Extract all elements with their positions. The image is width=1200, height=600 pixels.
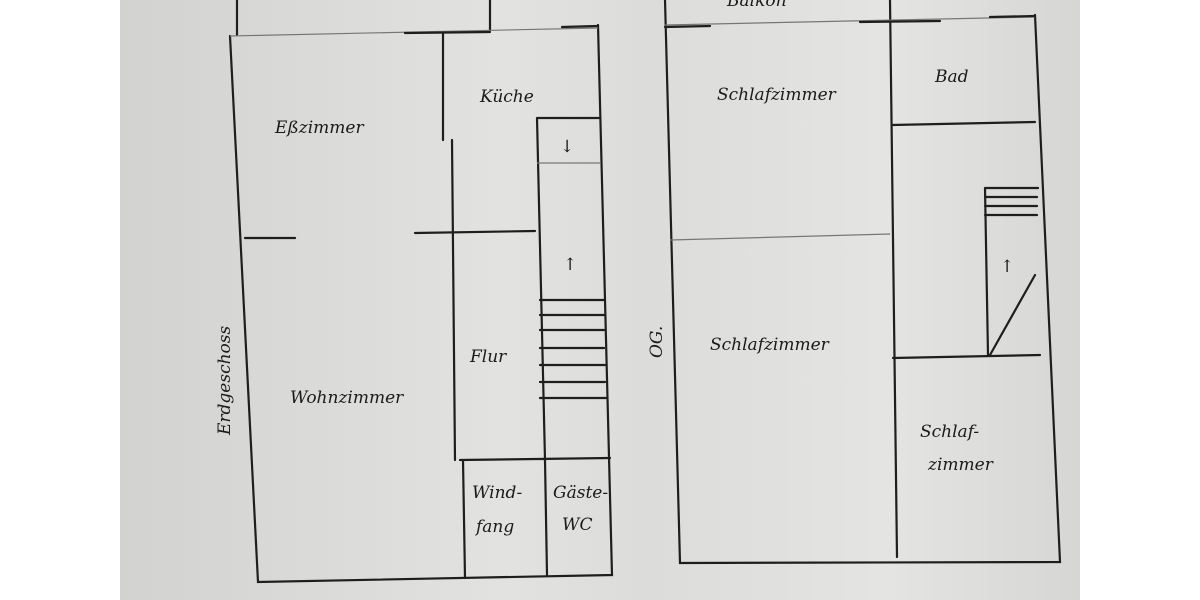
room-label-bedroom-1: Schlafzimmer	[717, 85, 837, 105]
room-label-bedroom-3: Schlaf-	[920, 422, 979, 442]
room-label-hall: Flur	[469, 347, 507, 367]
room-label-dining: Eßzimmer	[274, 118, 364, 138]
balcony-label: Balkon	[726, 0, 787, 11]
room-label-guest-wc-2: WC	[562, 515, 592, 535]
room-label-living: Wohnzimmer	[290, 388, 404, 408]
room-label-bath: Bad	[934, 67, 969, 87]
stair-arrow-up-icon: ↑	[563, 255, 577, 275]
floor-title-upper: OG.	[647, 326, 667, 358]
stair-arrow-down-icon: ↓	[560, 137, 574, 157]
ground-floor-walls	[228, 0, 614, 584]
room-label-vestibule-2: fang	[474, 517, 514, 537]
upper-stair-arrow-up-icon: ↑	[1000, 257, 1014, 277]
room-label-vestibule: Wind-	[472, 483, 522, 503]
room-label-kitchen: Küche	[479, 87, 534, 107]
room-label-bedroom-3-2: zimmer	[927, 455, 994, 475]
upper-floor-walls	[663, 0, 1062, 565]
floor-title-ground: Erdgeschoss	[215, 325, 235, 436]
room-label-guest-wc: Gäste-	[553, 483, 608, 503]
room-label-bedroom-2: Schlafzimmer	[710, 335, 830, 355]
